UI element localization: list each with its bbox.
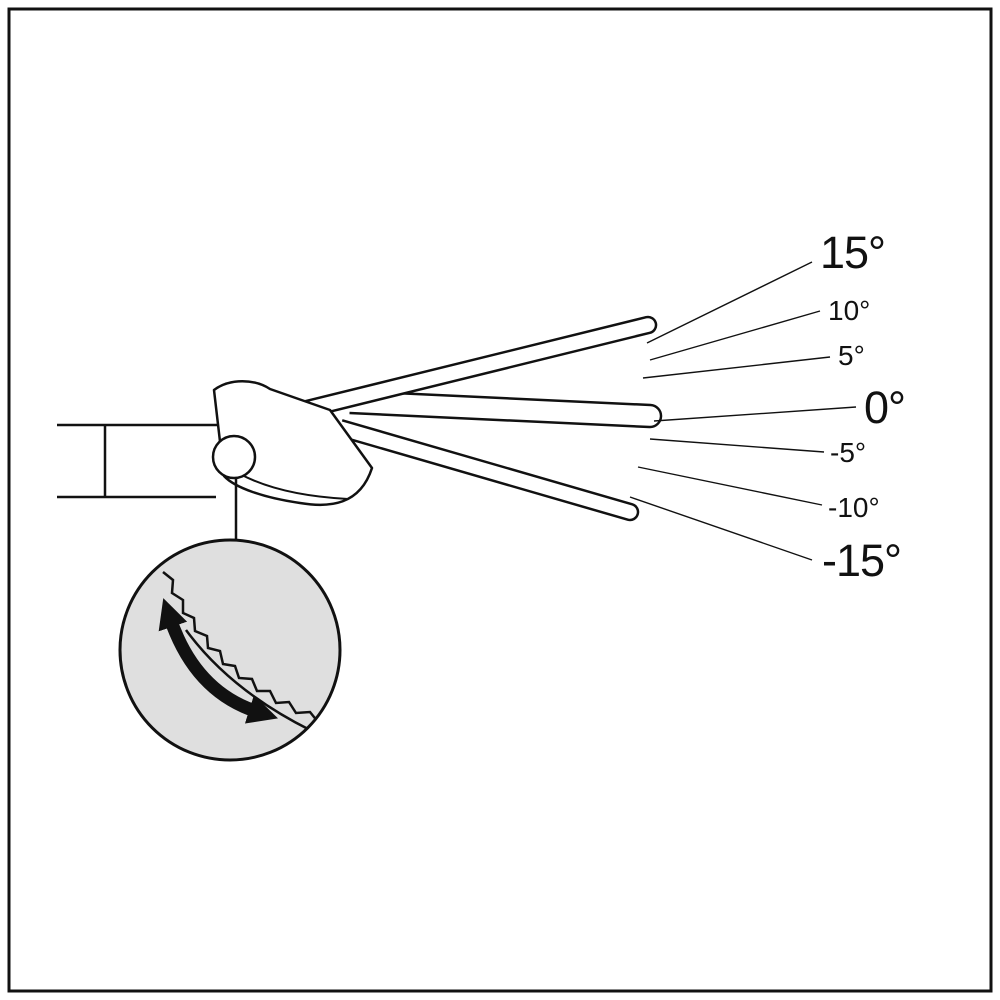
angle-label-zero: 0°: [864, 382, 905, 433]
adjustment-joint-marker-circle: [211, 434, 257, 480]
angle-label-minus5: -5°: [830, 437, 866, 468]
tilt-direction-double-arrow-icon: [158, 598, 279, 724]
leader-line-plus10: [649, 310, 821, 361]
magnified-detail-circle: [118, 538, 342, 762]
angle-label-plus10: 10°: [828, 295, 870, 326]
leader-line-plus5: [642, 356, 831, 379]
detail-contents: [158, 571, 319, 732]
angle-labels: 15° 10° 5° 0° -5° -10° -15°: [820, 227, 906, 586]
tilt-arm-positions: [292, 315, 663, 522]
mounting-pole: [57, 423, 218, 499]
angle-label-plus5: 5°: [838, 340, 865, 371]
detail-callout-circle: [118, 538, 342, 762]
arm-position-0deg: [349, 389, 663, 429]
bracket-outline: [212, 380, 374, 507]
bracket-inner-edge-line: [239, 473, 349, 500]
tilt-bracket: [211, 380, 374, 542]
arm-position-plus15deg: [292, 315, 658, 422]
image-border-frame: [7, 7, 993, 993]
leader-lines: [629, 261, 857, 561]
leader-line-plus15: [646, 261, 813, 344]
leader-line-minus15: [629, 496, 813, 561]
angle-label-minus15: -15°: [822, 535, 901, 586]
arm-position-minus15deg: [337, 419, 640, 522]
angle-label-minus10: -10°: [828, 492, 880, 523]
angle-label-plus15: 15°: [820, 227, 885, 278]
leader-line-minus5: [649, 438, 825, 453]
leader-line-minus10: [637, 466, 823, 506]
leader-line-zero: [653, 406, 857, 422]
